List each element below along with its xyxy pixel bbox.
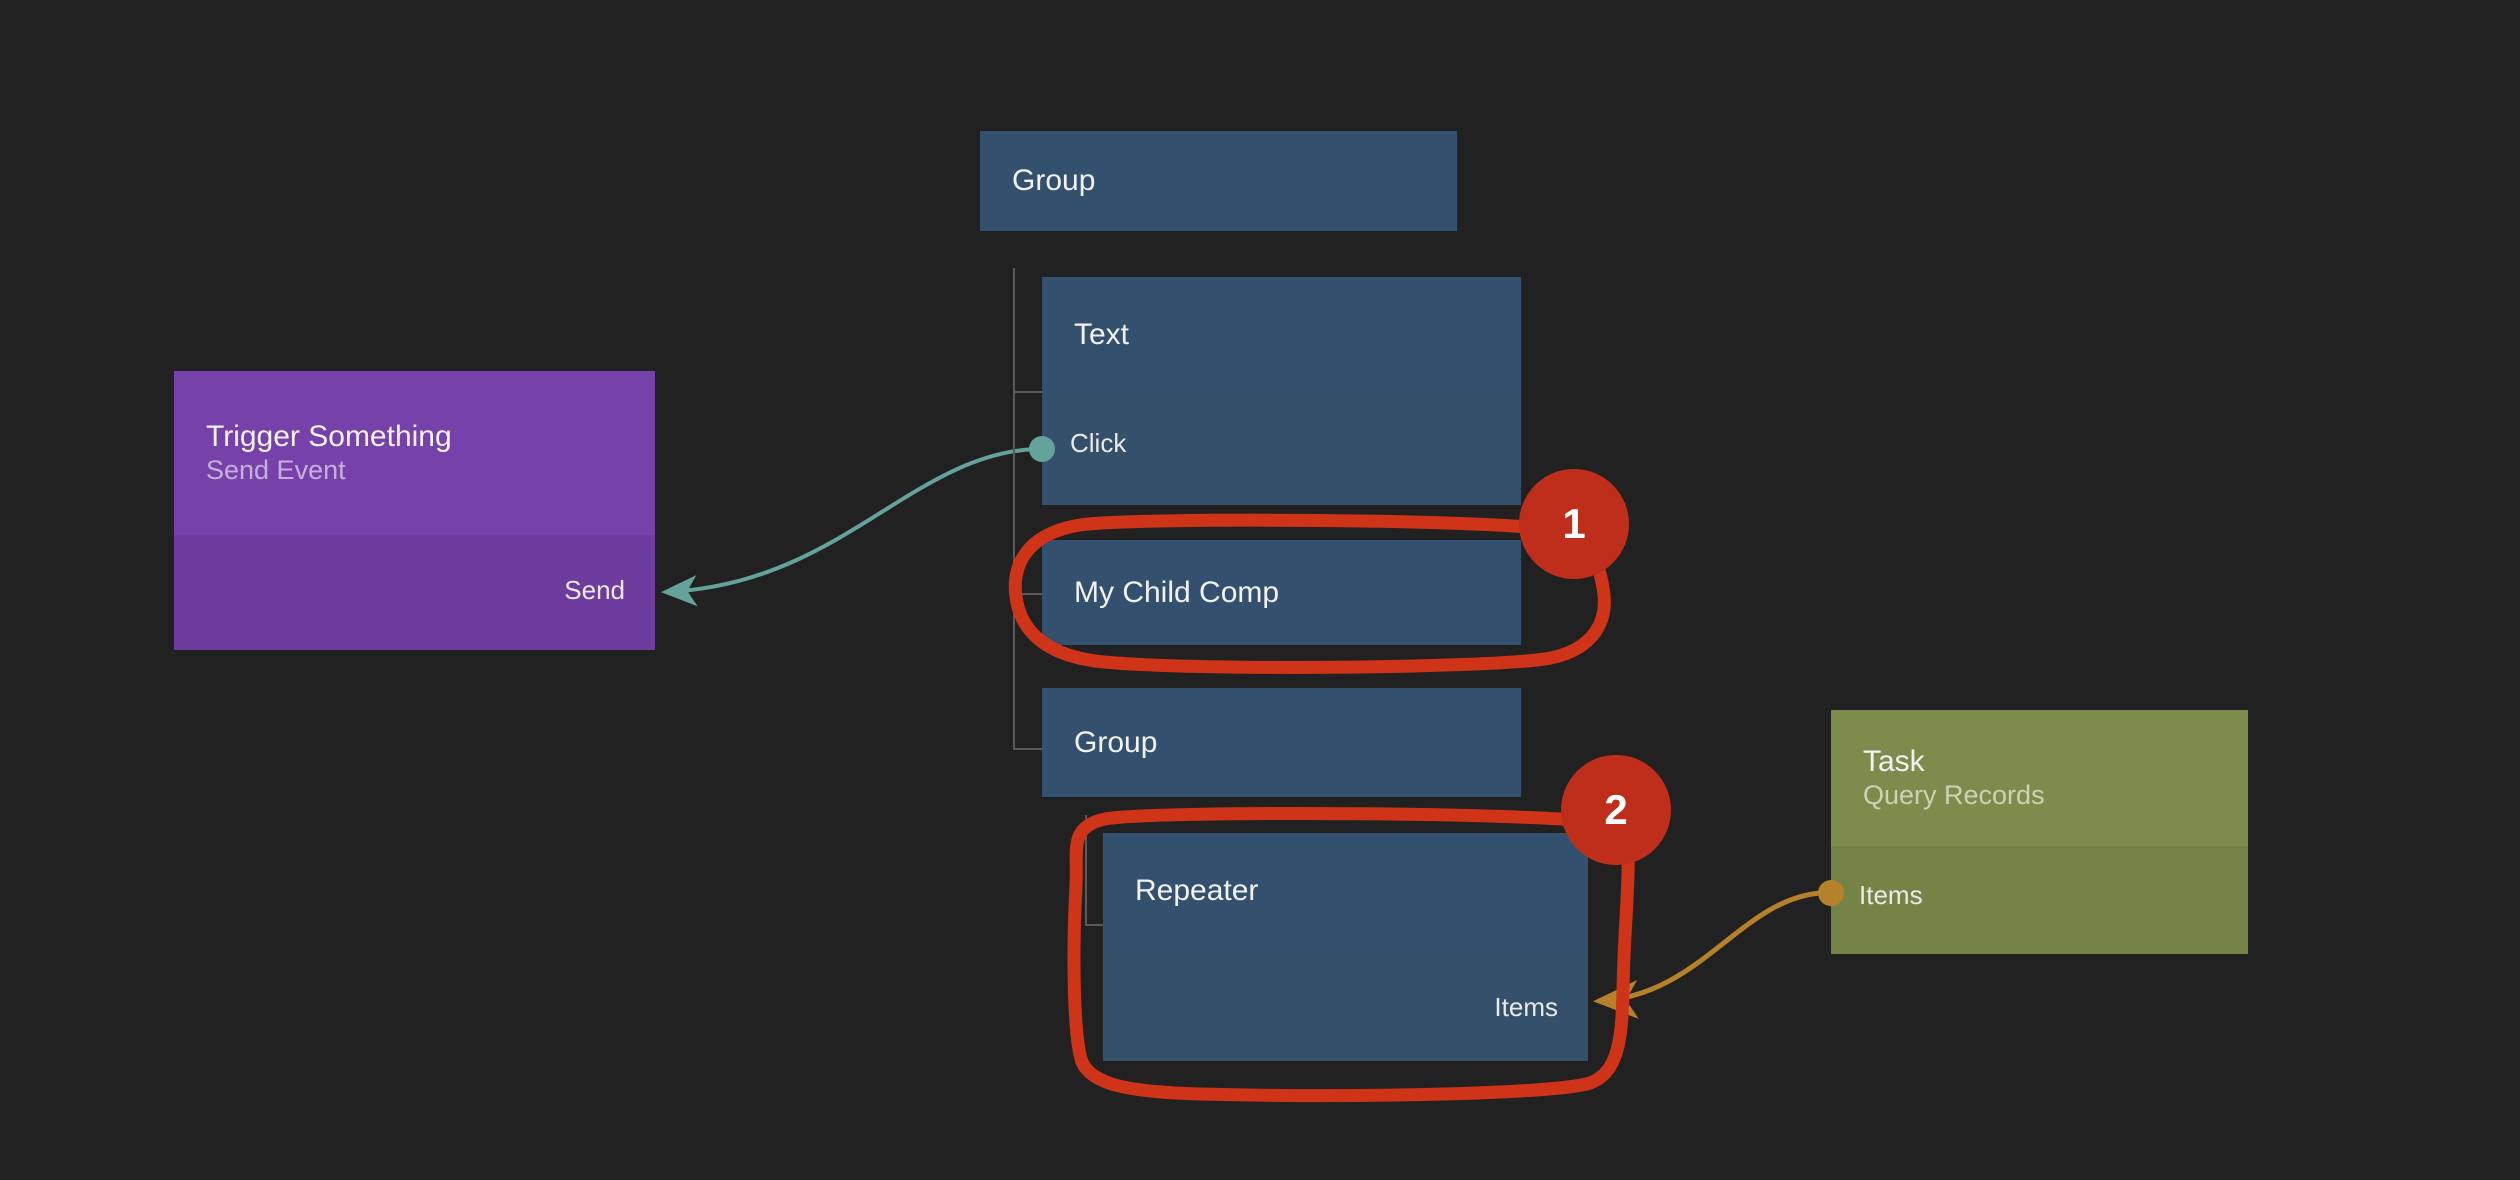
tree-guide-stub-childcomp	[1013, 593, 1043, 595]
port-label-repeater-items[interactable]: Items	[1494, 992, 1558, 1022]
port-label-send[interactable]: Send	[564, 575, 625, 605]
node-trigger-something[interactable]: Trigger Something Send Event Send	[174, 371, 655, 650]
annotation-badge-1-label: 1	[1562, 500, 1586, 547]
node-title: Trigger Something	[206, 420, 452, 454]
tree-guide-stub-text	[1013, 391, 1043, 393]
node-text[interactable]: Text Click	[1042, 277, 1521, 505]
node-title: My Child Comp	[1074, 575, 1280, 609]
node-title: Repeater	[1135, 874, 1259, 908]
node-repeater[interactable]: Repeater Items	[1103, 833, 1588, 1061]
annotation-badge-2[interactable]: 2	[1561, 755, 1671, 865]
node-header: Group	[980, 131, 1457, 231]
port-label-task-items[interactable]: Items	[1859, 880, 1923, 910]
node-header: Group	[1042, 688, 1521, 797]
node-body: Click	[1042, 392, 1521, 505]
edge-click-to-send	[661, 447, 1036, 607]
node-title: Group	[1074, 725, 1158, 759]
node-my-child-comp[interactable]: My Child Comp	[1042, 540, 1521, 645]
port-label-click[interactable]: Click	[1070, 428, 1127, 458]
node-header: Task Query Records	[1831, 710, 2248, 846]
node-group-root[interactable]: Group	[980, 131, 1457, 231]
node-header: My Child Comp	[1042, 540, 1521, 645]
port-dot-task-items[interactable]	[1818, 880, 1844, 906]
port-dot-click[interactable]	[1029, 436, 1055, 462]
annotation-badge-2-label: 2	[1604, 786, 1628, 833]
annotation-badge-1[interactable]: 1	[1519, 469, 1629, 579]
node-header: Text	[1042, 277, 1521, 392]
node-header: Repeater	[1103, 833, 1588, 949]
node-body: Send	[174, 535, 655, 650]
edge-task-items-to-repeater-items	[1593, 890, 1821, 1019]
node-title: Text	[1074, 317, 1130, 351]
node-header: Trigger Something Send Event	[174, 371, 655, 535]
node-subtitle: Query Records	[1863, 779, 2045, 810]
node-group-child[interactable]: Group	[1042, 688, 1521, 797]
tree-guide-vertical-repeater	[1085, 815, 1087, 925]
tree-guide-vertical	[1013, 268, 1015, 750]
node-body: Items	[1831, 846, 2248, 954]
tree-guide-stub-group	[1013, 748, 1043, 750]
node-body: Items	[1103, 949, 1588, 1061]
node-subtitle: Send Event	[206, 454, 346, 485]
node-task[interactable]: Task Query Records Items	[1831, 710, 2248, 954]
node-title: Task	[1863, 745, 1925, 779]
node-title: Group	[1012, 164, 1096, 198]
